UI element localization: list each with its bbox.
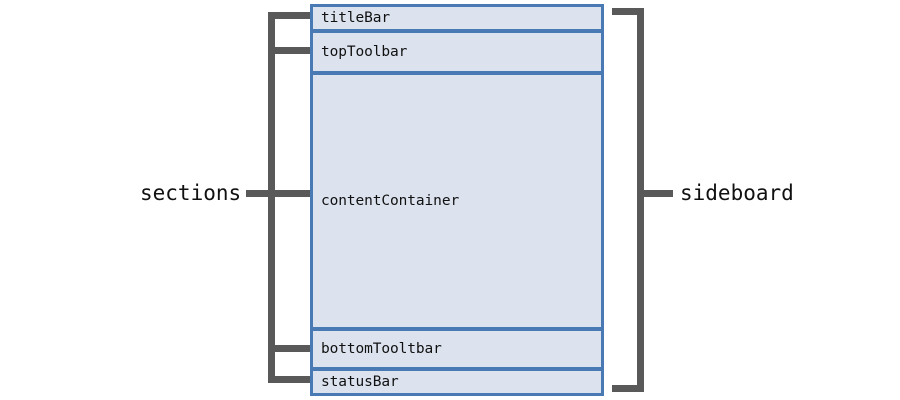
section-label-toptoolbar: topToolbar <box>321 43 408 60</box>
sideboard-bracket-top-arm <box>612 8 644 15</box>
sections-bracket-branch-contentcontainer <box>268 190 312 197</box>
sections-bracket-branch-toptoolbar <box>268 47 312 54</box>
section-box-titlebar[interactable]: titleBar <box>310 4 604 32</box>
section-label-titlebar: titleBar <box>321 9 391 26</box>
section-box-contentcontainer[interactable]: contentContainer <box>310 72 604 330</box>
section-box-statusbar[interactable]: statusBar <box>310 368 604 396</box>
sideboard-group-label: sideboard <box>680 181 794 205</box>
sections-group-label: sections <box>140 181 242 205</box>
sideboard-bracket-stem <box>644 190 673 197</box>
sections-bracket-branch-bottomtooltbar <box>268 345 312 352</box>
section-box-bottomtooltbar[interactable]: bottomTooltbar <box>310 328 604 370</box>
sections-bracket-stem <box>246 190 275 197</box>
sideboard-bracket-spine <box>637 8 644 392</box>
section-label-contentcontainer: contentContainer <box>321 192 460 209</box>
sideboard-bracket-bottom-arm <box>612 385 644 392</box>
section-box-toptoolbar[interactable]: topToolbar <box>310 30 604 74</box>
sections-bracket-spine <box>268 12 275 383</box>
sections-bracket-branch-titlebar <box>268 12 312 19</box>
sections-bracket-branch-statusbar <box>268 376 312 383</box>
section-label-statusbar: statusBar <box>321 373 399 390</box>
section-label-bottomtooltbar: bottomTooltbar <box>321 340 442 357</box>
sections-stack: titleBar topToolbar contentContainer bot… <box>310 4 604 396</box>
